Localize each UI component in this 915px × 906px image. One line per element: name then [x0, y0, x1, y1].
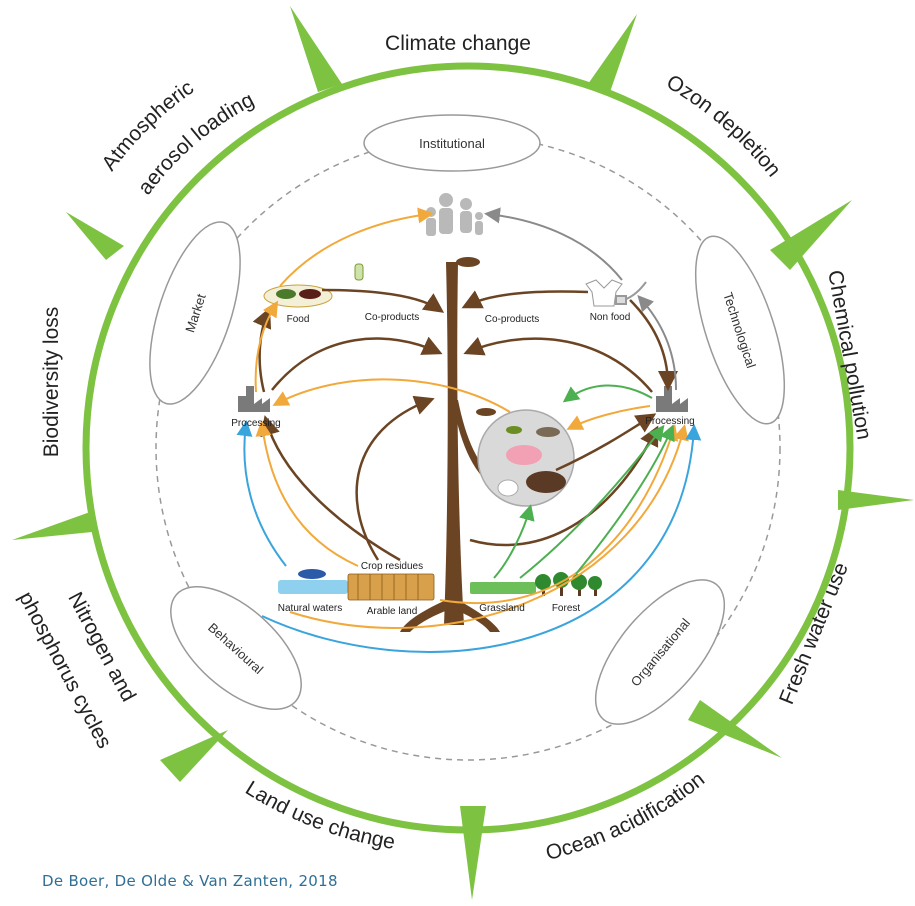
- dimension-label: Institutional: [419, 136, 485, 151]
- tree-root-right: [456, 600, 500, 632]
- spike-right-lower: [688, 700, 782, 758]
- orange-flows: [254, 207, 689, 629]
- flow-livestock-to-left-processing: [272, 378, 511, 413]
- green-flows: [493, 384, 675, 579]
- grey-flows: [484, 207, 677, 391]
- flow-nonfood-co-products: [461, 290, 589, 309]
- label-processing-right: Processing: [645, 416, 694, 427]
- dimension-behavioural: Behavioural: [170, 586, 302, 710]
- chicken-icon: [497, 479, 519, 497]
- flow-crop-residues: [355, 395, 435, 561]
- flow-right-co-products: [463, 336, 653, 393]
- flow-processing-to-nonfood: [637, 295, 677, 391]
- label-nitrogen-2: phosphorus cycles: [14, 588, 116, 752]
- water-waves-icon: [278, 580, 348, 594]
- blue-flows: [236, 420, 702, 653]
- flow-lower-right: [469, 425, 659, 547]
- manure-icon: [456, 257, 480, 267]
- spike-top-right: [588, 14, 637, 92]
- flow-right-processing-to-livestock: [566, 405, 651, 430]
- flow-grass-to-livestock: [493, 504, 535, 579]
- planetary-boundary-ring: [82, 62, 854, 834]
- flow-arable-to-right-processing: [439, 424, 679, 605]
- label-processing-left: Processing: [231, 418, 280, 429]
- livestock-node: [477, 409, 575, 507]
- flow-nonfood-to-people: [484, 207, 623, 281]
- flow-livestock-processing-right: [555, 413, 657, 472]
- label-co-products-right: Co-products: [485, 314, 539, 325]
- apple-core-icon: [354, 263, 364, 281]
- flow-natural-to-right: [289, 424, 689, 629]
- factory-icon-left: [238, 386, 270, 412]
- flow-processing-to-food: [254, 300, 279, 393]
- spike-left-lower: [160, 730, 228, 782]
- label-food: Food: [287, 314, 310, 325]
- label-chemical-pollution: Chemical pollution: [823, 268, 875, 441]
- pig-icon: [506, 445, 542, 465]
- fish-icon: [536, 427, 560, 437]
- flow-arable-to-left-processing: [255, 420, 359, 567]
- label-fresh-water-use: Fresh water use: [775, 559, 853, 707]
- label-forest: Forest: [552, 603, 581, 614]
- spike-right-upper: [770, 200, 852, 270]
- spike-left-mid: [12, 512, 92, 540]
- label-crop-residues: Crop residues: [361, 561, 423, 572]
- people-icon: [426, 193, 483, 236]
- flow-crop-to-processing-left: [260, 415, 401, 562]
- flow-food-co-products: [321, 288, 445, 313]
- fish-tuna-icon: [298, 569, 326, 579]
- flow-grass-to-right-processing: [519, 424, 665, 579]
- shirt-icon: [585, 279, 623, 307]
- spike-right-mid: [838, 490, 914, 510]
- manure-icon: [476, 408, 496, 416]
- dimension-technological: Technological: [694, 235, 786, 425]
- forest-trees-icon: [535, 572, 602, 596]
- dimension-institutional: Institutional: [363, 114, 541, 172]
- crop-field-icon: [347, 573, 435, 601]
- label-co-products-left: Co-products: [365, 312, 419, 323]
- flow-processing-nonfood-right: [629, 299, 678, 391]
- spike-top-left: [290, 6, 342, 92]
- dashed-inner-ring: [155, 135, 781, 761]
- brown-flows: [252, 288, 678, 562]
- factory-icon-right: [656, 386, 688, 412]
- flow-water-to-left-processing: [236, 420, 287, 567]
- label-non-food: Non food: [590, 312, 631, 323]
- flow-left-co-products: [271, 336, 443, 391]
- tree-root-left: [400, 600, 448, 632]
- food-plate-icon: [263, 284, 333, 308]
- dimension-market: Market: [149, 221, 241, 405]
- flow-forest-to-right-processing: [575, 424, 675, 575]
- flow-food-to-people: [279, 207, 434, 287]
- label-natural-waters: Natural waters: [278, 603, 342, 614]
- citation: De Boer, De Olde & Van Zanten, 2018: [42, 872, 338, 890]
- flow-water-to-right-processing: [261, 424, 702, 653]
- label-arable-land: Arable land: [367, 606, 418, 617]
- tree-trunk: [444, 262, 464, 625]
- dimension-organisational: Organisational: [594, 579, 726, 725]
- label-climate-change: Climate change: [385, 32, 531, 55]
- cow-icon: [526, 471, 566, 493]
- spike-bottom: [460, 806, 486, 900]
- label-biodiversity-loss: Biodiversity loss: [40, 307, 63, 458]
- insect-icon: [506, 426, 522, 434]
- spike-left-upper: [66, 212, 124, 260]
- label-grassland: Grassland: [479, 603, 525, 614]
- plug-icon: [615, 281, 647, 305]
- central-tree: [400, 262, 500, 632]
- grass-icon: [470, 582, 536, 594]
- flow-processing-to-livestock-green: [562, 384, 653, 403]
